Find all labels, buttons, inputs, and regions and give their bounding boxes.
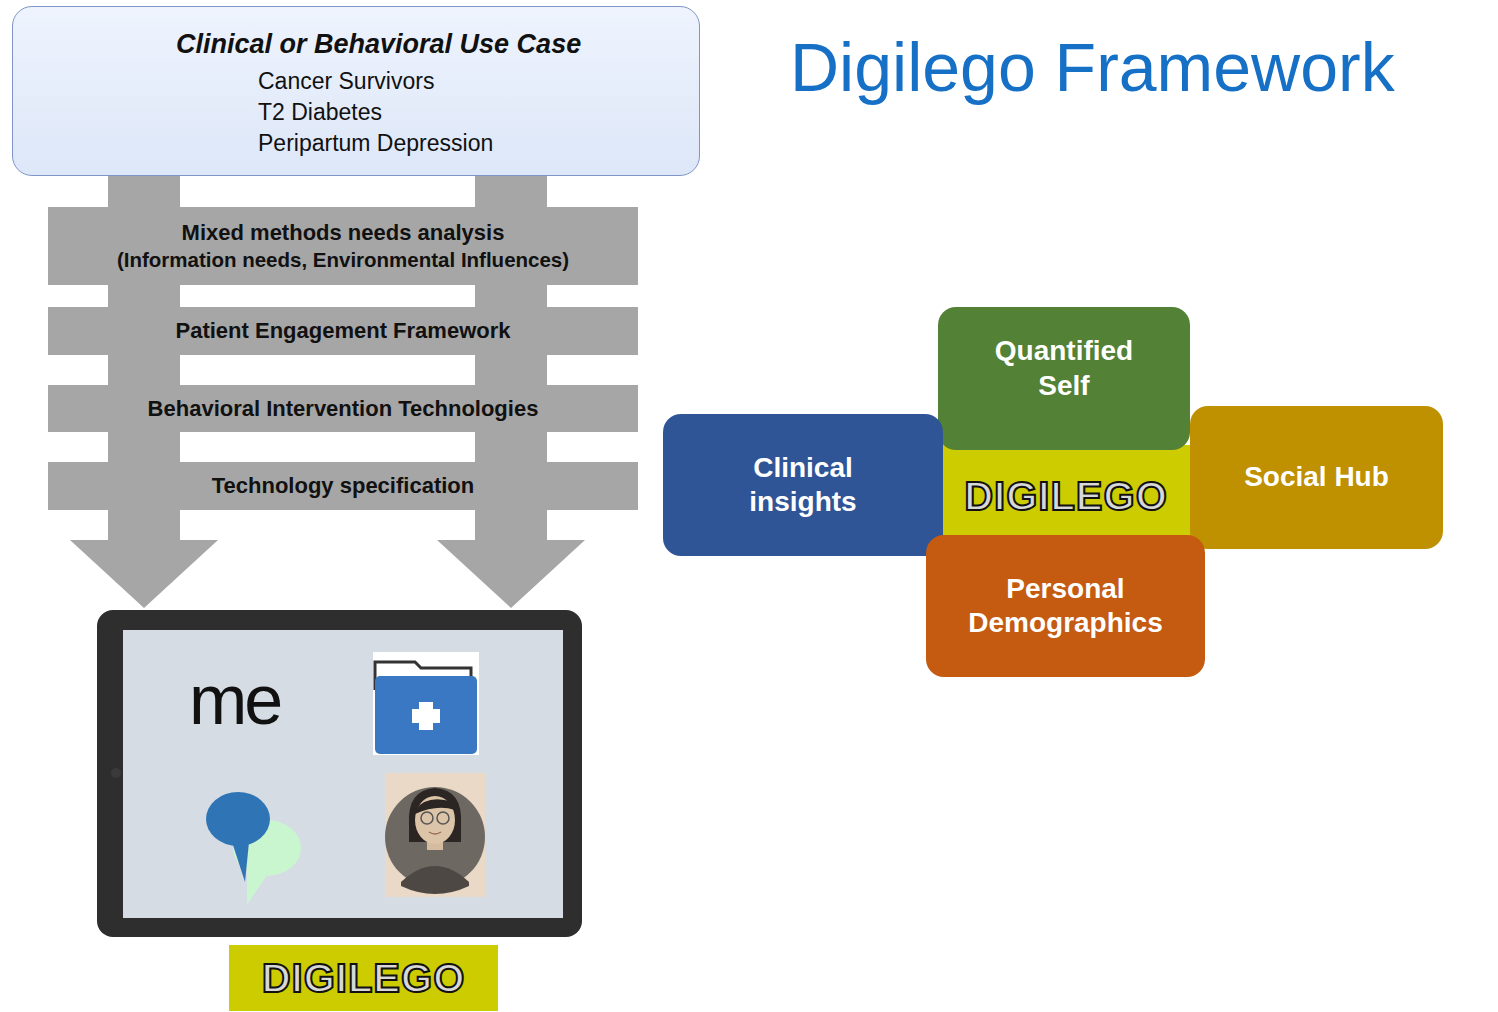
node-text: Social Hub <box>1244 460 1389 494</box>
avatar-illustration <box>385 773 485 897</box>
digilego-hub: DIGILEGO <box>940 445 1192 541</box>
process-band: Mixed methods needs analysis(Information… <box>48 207 638 285</box>
node-text: Behavioral Intervention Technologies <box>148 396 539 422</box>
node-text: DIGILEGO <box>262 956 466 1001</box>
node-text: me <box>189 660 280 740</box>
personal-demographics-block: Personal Demographics <box>926 535 1205 677</box>
node-text: Quantified Self <box>979 334 1149 402</box>
quantified-self-block: Quantified Self <box>938 307 1190 450</box>
node-text: T2 Diabetes <box>258 99 382 126</box>
medical-folder-icon <box>373 652 479 755</box>
node-text: (Information needs, Environmental Influe… <box>117 248 569 272</box>
diagram-title: Digilego Framework <box>790 28 1395 106</box>
node-text: Patient Engagement Framework <box>176 318 511 344</box>
node-text: Clinical insights <box>723 451 883 519</box>
clinical-insights-block: Clinical insights <box>663 414 943 556</box>
process-band: Technology specification <box>48 462 638 510</box>
digilego-label: DIGILEGO <box>229 945 498 1011</box>
process-band: Patient Engagement Framework <box>48 307 638 355</box>
node-text: Mixed methods needs analysis <box>182 220 505 246</box>
tablet-screen-icons <box>97 610 582 937</box>
node-text: Technology specification <box>212 473 474 499</box>
use-case-box: Clinical or Behavioral Use CaseCancer Su… <box>12 6 700 176</box>
chat-bubbles-icon <box>206 792 301 905</box>
node-text: Clinical or Behavioral Use Case <box>176 29 581 60</box>
node-text: Cancer Survivors <box>258 68 434 95</box>
node-text: DIGILEGO <box>964 474 1168 519</box>
social-hub-block: Social Hub <box>1190 406 1443 549</box>
tablet: me <box>97 610 582 937</box>
process-band: Behavioral Intervention Technologies <box>48 385 638 432</box>
node-text: Peripartum Depression <box>258 130 493 157</box>
node-text: Personal Demographics <box>951 572 1181 640</box>
